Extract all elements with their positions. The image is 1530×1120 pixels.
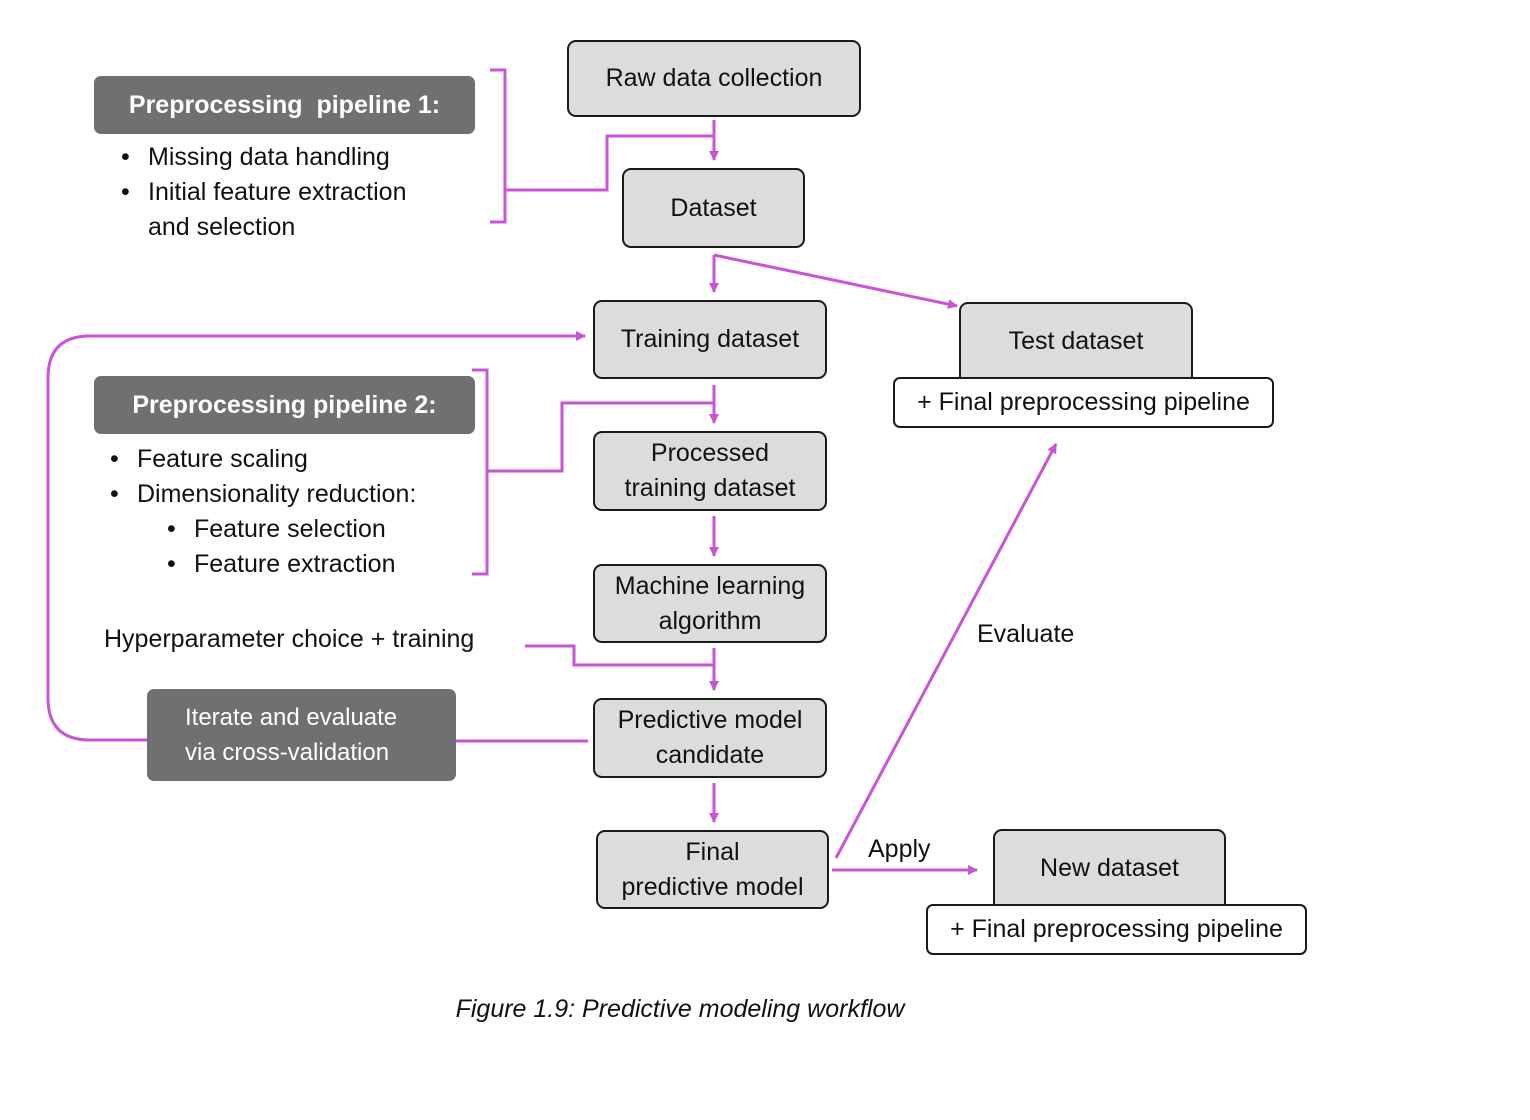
apply-label: Apply <box>868 835 931 863</box>
pipeline1-bracket <box>490 68 507 224</box>
dataset-box: Dataset <box>622 168 805 248</box>
pipeline1-title: Preprocessing pipeline 1: <box>94 76 475 134</box>
hyperparameter-connector <box>525 644 714 667</box>
predictive-model-candidate-box: Predictive model candidate <box>593 698 827 778</box>
ml-algorithm-box: Machine learning algorithm <box>593 564 827 643</box>
final-predictive-model-box: Final predictive model <box>596 830 829 909</box>
new-final-pipeline-box: + Final preprocessing pipeline <box>926 904 1307 955</box>
test-final-pipeline-box: + Final preprocessing pipeline <box>893 377 1274 428</box>
raw-data-collection-box: Raw data collection <box>567 40 861 117</box>
arrow-evaluate <box>834 443 1058 859</box>
pipeline2-connector <box>487 401 714 473</box>
processed-training-dataset-box: Processed training dataset <box>593 431 827 511</box>
pipeline1-connector <box>505 134 714 192</box>
pipeline2-sub-bullet: Feature extraction <box>102 547 416 582</box>
new-dataset-box: New dataset <box>993 829 1226 907</box>
pipeline2-bullet: Dimensionality reduction: <box>102 477 416 512</box>
pipeline1-bullet: Missing data handling <box>113 140 406 175</box>
pipeline2-sub-bullet: Feature selection <box>102 512 416 547</box>
hyperparameter-label: Hyperparameter choice + training <box>104 625 475 653</box>
figure-caption: Figure 1.9: Predictive modeling workflow <box>455 995 905 1023</box>
cv-loop-line <box>46 331 586 742</box>
pipeline2-bullets: Feature scaling Dimensionality reduction… <box>102 442 416 582</box>
pipeline1-bullet-continuation: and selection <box>148 213 296 241</box>
pipeline2-title: Preprocessing pipeline 2: <box>94 376 475 434</box>
pipeline2-bullet: Feature scaling <box>102 442 416 477</box>
test-dataset-box: Test dataset <box>959 302 1193 380</box>
pipeline1-bullets: Missing data handling Initial feature ex… <box>113 140 406 245</box>
evaluate-label: Evaluate <box>977 620 1075 648</box>
training-dataset-box: Training dataset <box>593 300 827 379</box>
arrow-dataset-to-test <box>713 253 958 310</box>
pipeline1-bullet: Initial feature extraction <box>113 175 406 210</box>
iterate-evaluate-box: Iterate and evaluate via cross-validatio… <box>147 689 456 781</box>
